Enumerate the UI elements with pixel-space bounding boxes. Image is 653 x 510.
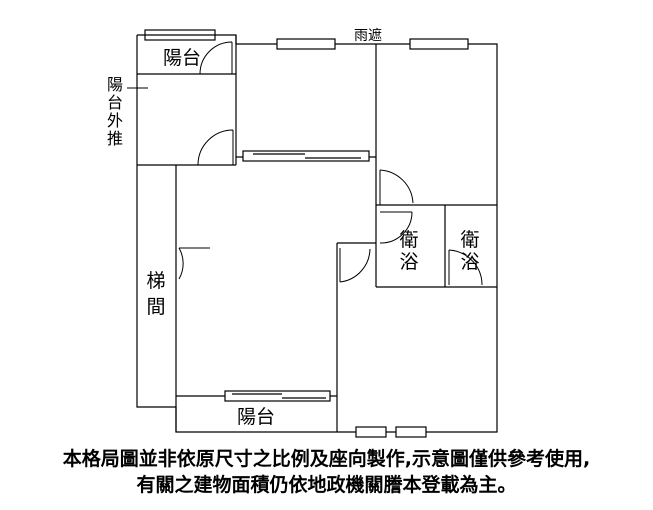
window-bottom-right <box>395 426 427 438</box>
disclaimer-line-2: 有關之建物面積仍依地政機關謄本登載為主。 <box>136 474 517 496</box>
balcony-top-label: 陽台 <box>163 47 202 69</box>
door-bath-left <box>379 211 413 244</box>
window-top-room <box>276 38 336 50</box>
bathroom-right-label: 衛浴 <box>460 229 480 273</box>
door-upper-room <box>379 169 414 205</box>
canopy-label: 雨遮 <box>354 28 382 44</box>
stairs-label: 梯間 <box>146 270 166 318</box>
door-lower-room <box>339 248 371 283</box>
door-bath-right <box>448 249 483 286</box>
window-top-right <box>409 38 469 50</box>
balcony-extension-label: 陽台外推 <box>106 75 123 148</box>
window-divider <box>242 150 370 162</box>
door-top-balcony <box>199 41 233 75</box>
outer-wall-bottom <box>136 35 498 433</box>
bathroom-left-label: 衛浴 <box>399 229 419 273</box>
door-stairwell <box>178 247 210 280</box>
door-balcony-extension <box>197 129 234 166</box>
disclaimer-line-1: 本格局圖並非依原尺寸之比例及座向製作,示意圖僅供參考使用, <box>62 448 591 470</box>
window-bottom-left <box>355 426 387 438</box>
window-bottom-balcony <box>224 390 331 402</box>
balcony-bottom-label: 陽台 <box>237 406 276 428</box>
